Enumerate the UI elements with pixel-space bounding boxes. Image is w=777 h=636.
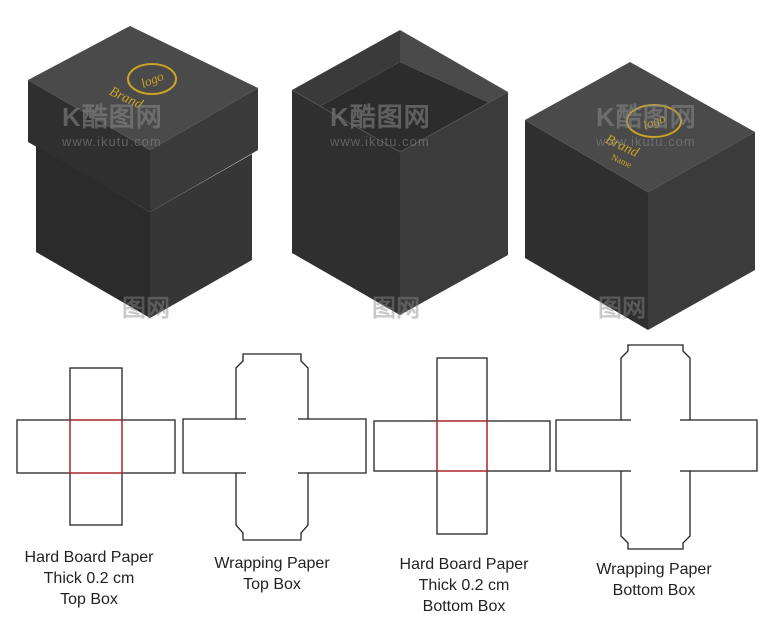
hardboard-bottom-base-square: [436, 420, 488, 472]
dieline-hardboard-bottom: [373, 357, 551, 535]
lid-right-face: [150, 88, 258, 212]
open-box-right-face: [400, 92, 508, 315]
caption-hardboard-bottom: Hard Board Paper Thick 0.2 cm Bottom Box: [399, 556, 529, 615]
open-box-back-right-wall: [400, 30, 508, 104]
caption-wrapping-bottom: Wrapping Paper Bottom Box: [596, 561, 712, 599]
closed-box-left-face: [525, 120, 648, 330]
lid-top-face: [28, 26, 258, 150]
open-box-left-face: [292, 90, 400, 315]
caption-wrapping-top: Wrapping Paper Top Box: [214, 555, 330, 593]
watermark-fragment-2: 图网: [372, 295, 420, 322]
base-left-face: [36, 146, 150, 318]
hardboard-top-base-square: [69, 419, 123, 474]
dieline-wrapping-bottom: [555, 344, 758, 550]
open-box-back-left-wall: [292, 30, 400, 112]
closed-box-right-face: [648, 132, 755, 330]
closed-box: logo Brand Name: [524, 62, 756, 330]
base-right-face: [150, 154, 252, 318]
closed-box-top-face: [525, 62, 755, 192]
open-box: [291, 30, 509, 315]
lid-left-face: [28, 80, 150, 212]
watermark-fragment-3: 图网: [598, 295, 646, 322]
closed-box-with-lid: logo Brand: [27, 26, 259, 318]
watermark-fragment-1: 图网: [122, 295, 170, 322]
dieline-wrapping-top: [182, 353, 367, 541]
caption-hardboard-top: Hard Board Paper Thick 0.2 cm Top Box: [24, 549, 154, 608]
dieline-hardboard-top: [16, 367, 176, 526]
